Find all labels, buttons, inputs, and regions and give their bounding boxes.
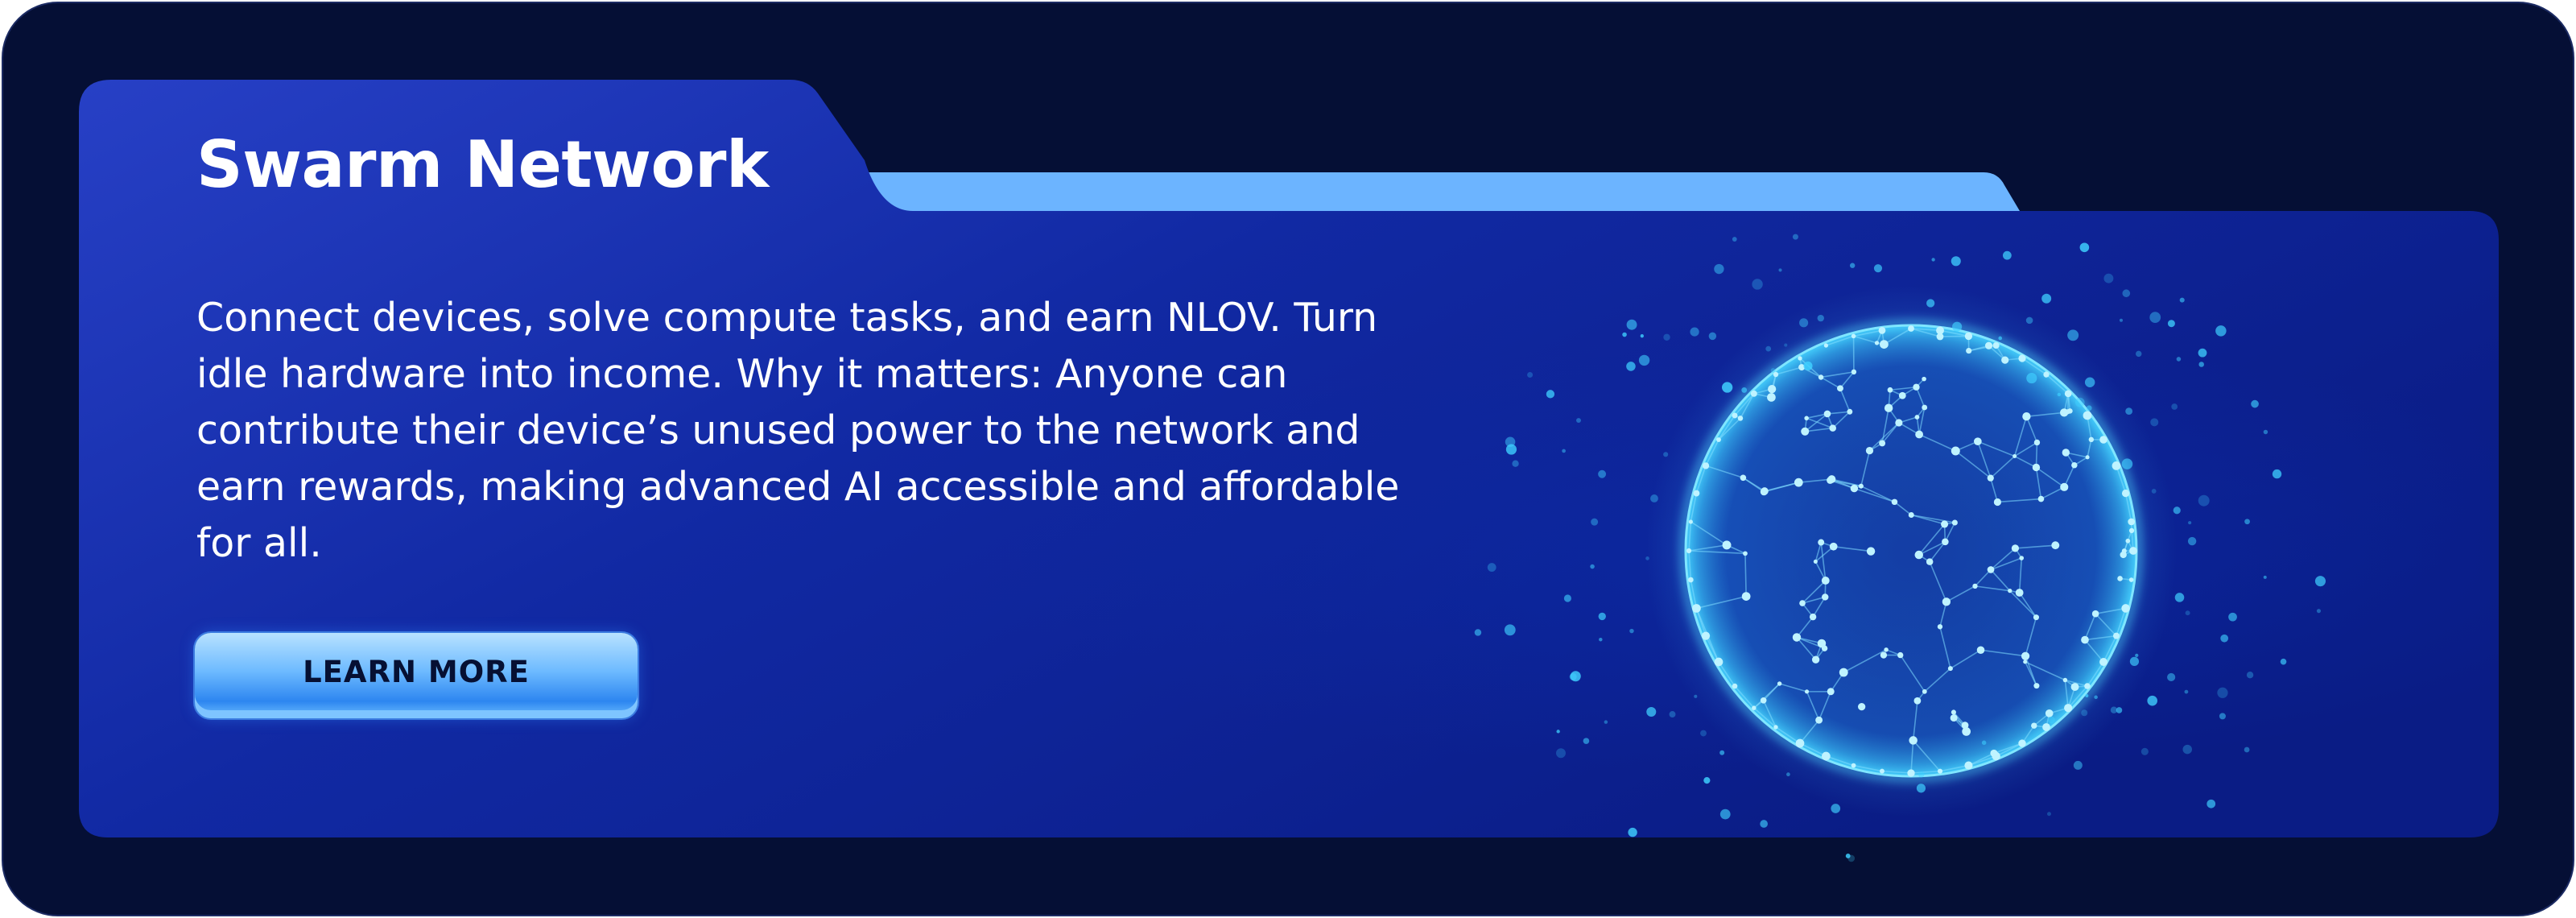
network-globe-icon	[1474, 234, 2326, 862]
card-title: Swarm Network	[196, 127, 769, 202]
learn-more-button[interactable]: LEARN MORE	[195, 633, 638, 718]
card-description: Connect devices, solve compute tasks, an…	[196, 295, 1400, 566]
